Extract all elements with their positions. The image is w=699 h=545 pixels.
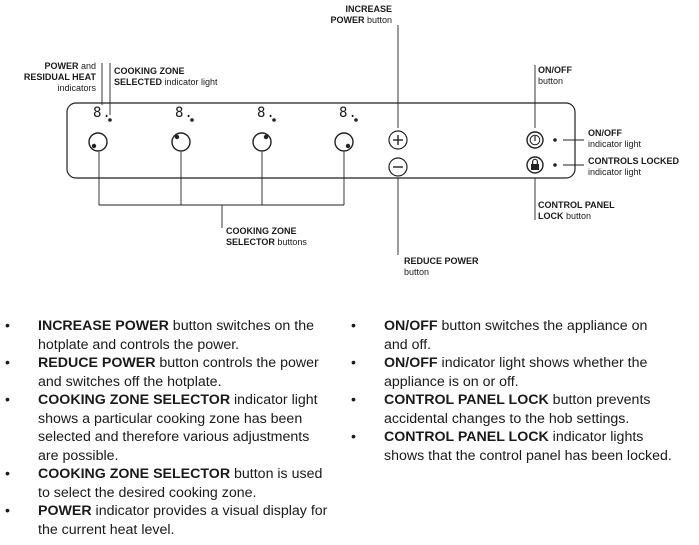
label-zone-selector: COOKING ZONE SELECTOR buttons (226, 226, 307, 247)
label-power-residual-heat: POWER and RESIDUAL HEAT indicators (23, 61, 96, 93)
label-reduce-power: REDUCE POWER button (404, 256, 479, 277)
label-zone-selected: COOKING ZONE SELECTED indicator light (114, 66, 218, 87)
label-controls-locked: CONTROLS LOCKED indicator light (588, 156, 679, 177)
label-increase-power: INCREASE POWER button (330, 4, 392, 25)
power-icon (529, 134, 541, 146)
zone-selected-indicator-4 (345, 143, 351, 149)
zone-selected-indicator-2 (174, 134, 180, 140)
control-panel-outline (66, 102, 576, 179)
label-on-off-button: ON/OFF button (538, 65, 572, 86)
label-control-panel-lock: CONTROL PANEL LOCK button (538, 200, 615, 221)
controls-locked-indicator-light (553, 163, 557, 167)
label-on-off-indicator: ON/OFF indicator light (588, 128, 642, 149)
zone-selector-button-1 (88, 132, 108, 152)
lock-icon (531, 164, 539, 170)
right-description-list: •ON/OFF button switches the appliance on… (346, 317, 696, 465)
power-display-2: 8. (175, 105, 194, 121)
list-item: •ON/OFF indicator light shows whether th… (351, 355, 648, 390)
power-display-3: 8. (257, 105, 276, 121)
hob-control-diagram (66, 25, 584, 255)
list-item: •POWER indicator provides a visual displ… (5, 503, 328, 538)
power-display-1: 8. (93, 105, 112, 121)
zone-selector-button-2 (171, 132, 191, 152)
zone-selector-button-4 (334, 132, 354, 152)
zone-selected-indicator-3 (263, 134, 269, 140)
list-item: •ON/OFF button switches the appliance on… (351, 318, 648, 353)
power-display-4: 8. (339, 105, 358, 121)
on-off-indicator-light (553, 138, 557, 142)
zone-selected-indicator-1 (91, 143, 97, 149)
zone-selector-button-3 (252, 132, 272, 152)
